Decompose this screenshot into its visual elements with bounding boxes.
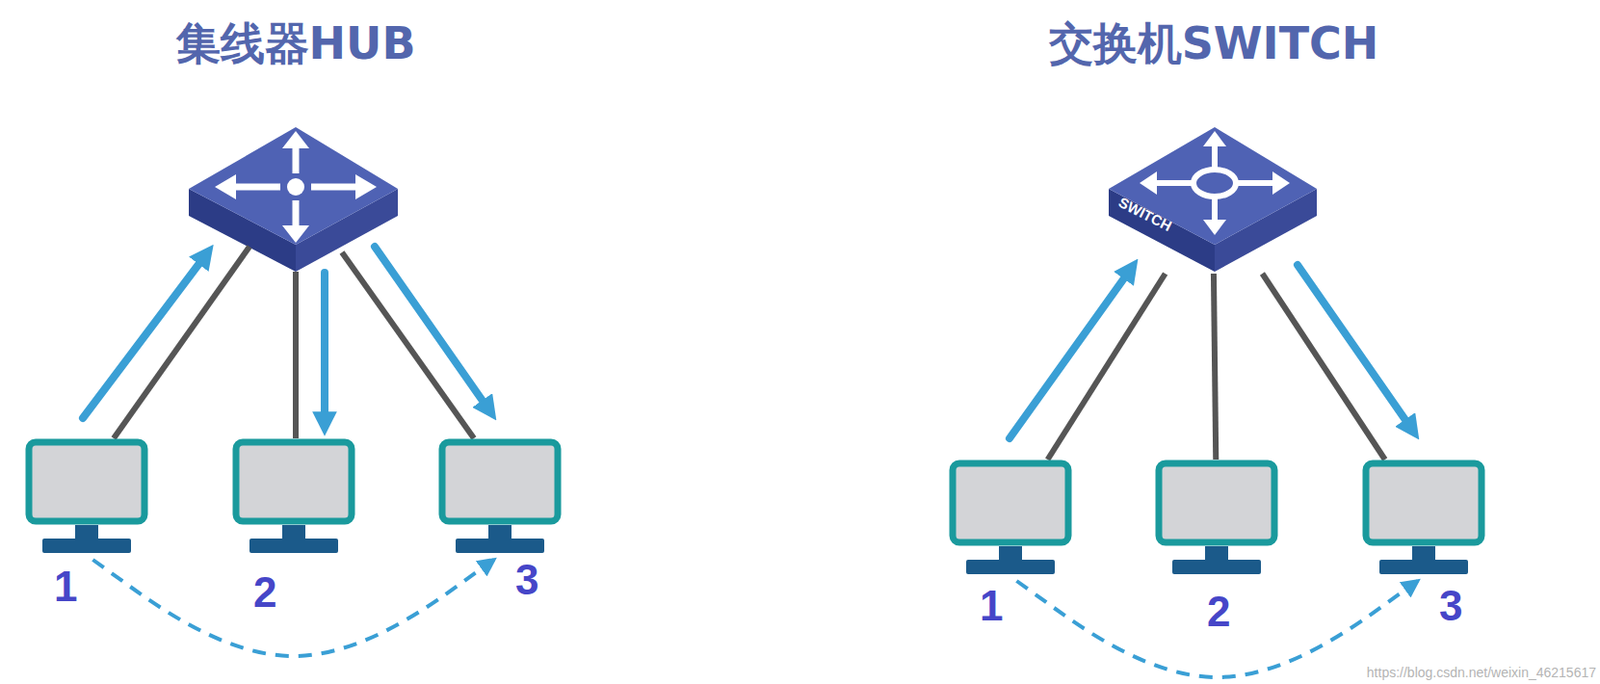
callout-number: 3 (515, 558, 539, 602)
computer-node: 3 (438, 438, 562, 556)
computer-node: 2 (232, 438, 356, 556)
hub-cable (113, 246, 474, 439)
callout-number: 3 (1439, 584, 1463, 628)
computer-node: 1 (948, 459, 1073, 578)
monitor-drawing (232, 438, 356, 556)
watermark: https://blog.csdn.net/weixin_46215617 (1366, 664, 1597, 681)
hub-icon (188, 127, 398, 272)
panel-title: 交换机SWITCH (1049, 19, 1380, 69)
monitor-drawing (438, 438, 562, 556)
computer-node: 2 (1154, 459, 1279, 578)
monitor-drawing (1154, 459, 1279, 578)
monitor-drawing (25, 438, 149, 556)
traffic-arrow (1016, 580, 1417, 678)
callout-number: 2 (1206, 590, 1231, 633)
traffic-arrow (92, 559, 494, 656)
callout-number: 1 (53, 565, 78, 608)
cable-line (1213, 273, 1216, 460)
monitor-drawing (948, 459, 1073, 578)
computer-node: 1 (25, 438, 149, 556)
cable-line (1261, 273, 1385, 460)
monitor-drawing (1362, 459, 1486, 578)
computer-node: 3 (1362, 459, 1486, 578)
switch-icon: SWITCH (1107, 123, 1318, 274)
switch-drawing (1107, 123, 1318, 274)
panel-title: 集线器HUB (176, 19, 417, 69)
cable-line (1048, 273, 1166, 460)
callout-number: 2 (253, 571, 277, 614)
callout-number: 1 (979, 584, 1003, 628)
